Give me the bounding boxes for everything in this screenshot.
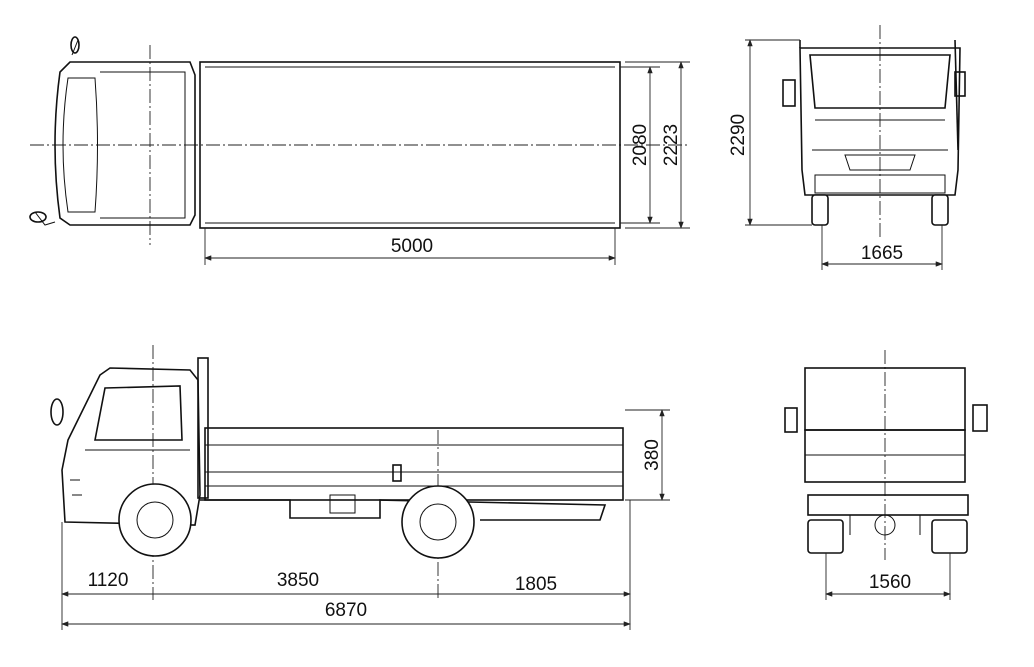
overall-length-label: 6870 [325,600,367,621]
front-track-label: 1665 [861,243,903,264]
rear-track-label: 1560 [869,572,911,593]
front-overhang-label: 1120 [88,570,129,591]
overall-height-label: 2290 [728,114,749,156]
wheelbase-label: 3850 [277,570,319,591]
bed-outer-width-label: 2223 [661,124,682,166]
bed-inner-width-label: 2080 [630,124,651,166]
side-view: 380 1120 3850 1805 6870 [50,345,670,630]
top-view: 5000 2080 2223 [29,36,690,265]
front-view: 2290 1665 [728,25,966,270]
gate-height-label: 380 [642,439,663,471]
rear-view: 1560 [784,350,988,600]
rear-overhang-label: 1805 [515,574,557,595]
bed-length-label: 5000 [391,236,433,257]
